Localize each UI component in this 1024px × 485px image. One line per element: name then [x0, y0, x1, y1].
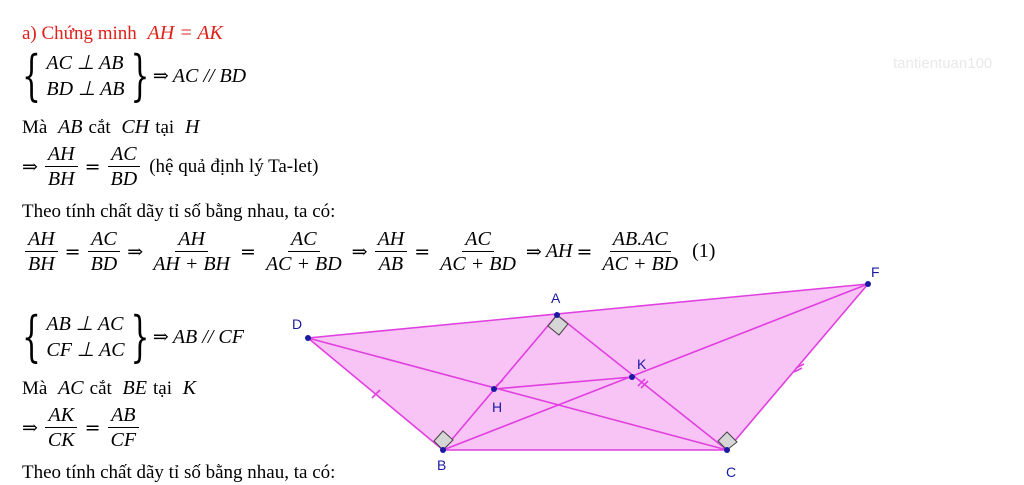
- point-C: [724, 447, 730, 453]
- frac-den: AC + BD: [602, 253, 679, 275]
- point-F: [865, 281, 871, 287]
- system-1-line-1: AC ⊥ AB: [46, 52, 124, 74]
- frac-num: AK: [45, 404, 78, 428]
- label-B: B: [437, 457, 446, 473]
- system-2-line-2: CF ⊥ AC: [46, 339, 125, 361]
- label-D: D: [292, 316, 302, 332]
- frac-num: AH: [175, 228, 208, 252]
- label-F: F: [871, 264, 880, 280]
- frac-num: AC: [108, 143, 140, 167]
- ma-a: AB: [58, 116, 83, 138]
- frac-num: AB: [108, 404, 139, 428]
- right-angle-mark-A: [547, 314, 569, 336]
- title-text: a) Chứng minh: [22, 23, 137, 44]
- right-angle-mark-B: [433, 430, 454, 451]
- implies-1-note: (hệ quả định lý Ta-let): [149, 155, 319, 177]
- system-2-result: AB // CF: [172, 325, 244, 348]
- label-K: K: [637, 356, 647, 372]
- tick-mark: [640, 380, 649, 389]
- segment-DC: [307, 337, 728, 451]
- frac-num: AH: [44, 143, 78, 167]
- frac-den: CK: [47, 429, 75, 451]
- frac-num: AH: [25, 228, 58, 252]
- region-fill: [308, 284, 868, 450]
- frac-den: AH + BH: [153, 253, 231, 275]
- frac-num: AC: [462, 228, 494, 252]
- system-1-line-2: BD ⊥ AB: [46, 78, 125, 100]
- frac-den: CF: [110, 429, 137, 451]
- title-math: AH = AK: [147, 22, 223, 44]
- frac-num: AC: [288, 228, 320, 252]
- right-angle-mark-C: [717, 431, 738, 451]
- system-1: { AC ⊥ AB BD ⊥ AB } ⇒ AC // BD: [22, 44, 247, 107]
- tick-mark: [795, 363, 805, 369]
- system-2: { AB ⊥ AC CF ⊥ AC } ⇒ AB // CF: [22, 305, 244, 368]
- frac-num: AH: [374, 228, 408, 252]
- point-D: [305, 335, 311, 341]
- system-1-result: AC // BD: [172, 64, 247, 87]
- part-a-title: a) Chứng minh AH = AK: [22, 22, 223, 45]
- ma-tai: tại: [152, 378, 172, 399]
- theo-line-1: Theo tính chất dãy tỉ số bằng nhau, ta c…: [22, 201, 336, 222]
- point-K: [629, 374, 635, 380]
- frac-den: BH: [28, 253, 55, 275]
- segment-DF: [307, 283, 869, 339]
- point-H: [491, 386, 497, 392]
- watermark: tantientuan100: [893, 55, 993, 72]
- frac-den: BH: [47, 168, 75, 190]
- ma-verb: cắt: [88, 117, 111, 138]
- point-A: [554, 312, 560, 318]
- ma-c: H: [184, 116, 200, 138]
- ma-b: BE: [122, 377, 147, 399]
- frac-num: AB.AC: [609, 228, 671, 252]
- frac-den: BD: [90, 253, 118, 275]
- chain-lhs: AH: [545, 240, 573, 262]
- ma-a: AC: [58, 377, 84, 399]
- tick-mark: [495, 379, 504, 387]
- frac-den: BD: [110, 168, 138, 190]
- tick-mark: [637, 378, 646, 387]
- tick-mark: [371, 389, 381, 399]
- segment-BF: [442, 283, 869, 451]
- segment-HK: [493, 376, 633, 390]
- frac-num: AC: [88, 228, 120, 252]
- ma-prefix: Mà: [22, 378, 48, 399]
- ma-verb: cắt: [89, 378, 112, 399]
- point-B: [440, 447, 446, 453]
- label-C: C: [726, 464, 736, 480]
- frac-den: AB: [378, 253, 404, 275]
- theo-line-2: Theo tính chất dãy tỉ số bằng nhau, ta c…: [22, 462, 336, 483]
- label-A: A: [551, 290, 561, 306]
- frac-den: AC + BD: [440, 253, 516, 275]
- label-H: H: [492, 399, 502, 415]
- ma-c: K: [182, 377, 197, 399]
- system-2-line-1: AB ⊥ AC: [46, 313, 124, 335]
- equation-tag: (1): [692, 240, 716, 262]
- ma-tai: tại: [155, 117, 175, 138]
- tick-mark: [793, 367, 803, 373]
- ma-b: CH: [121, 116, 150, 138]
- ma-prefix: Mà: [22, 117, 48, 138]
- frac-den: AC + BD: [265, 253, 342, 275]
